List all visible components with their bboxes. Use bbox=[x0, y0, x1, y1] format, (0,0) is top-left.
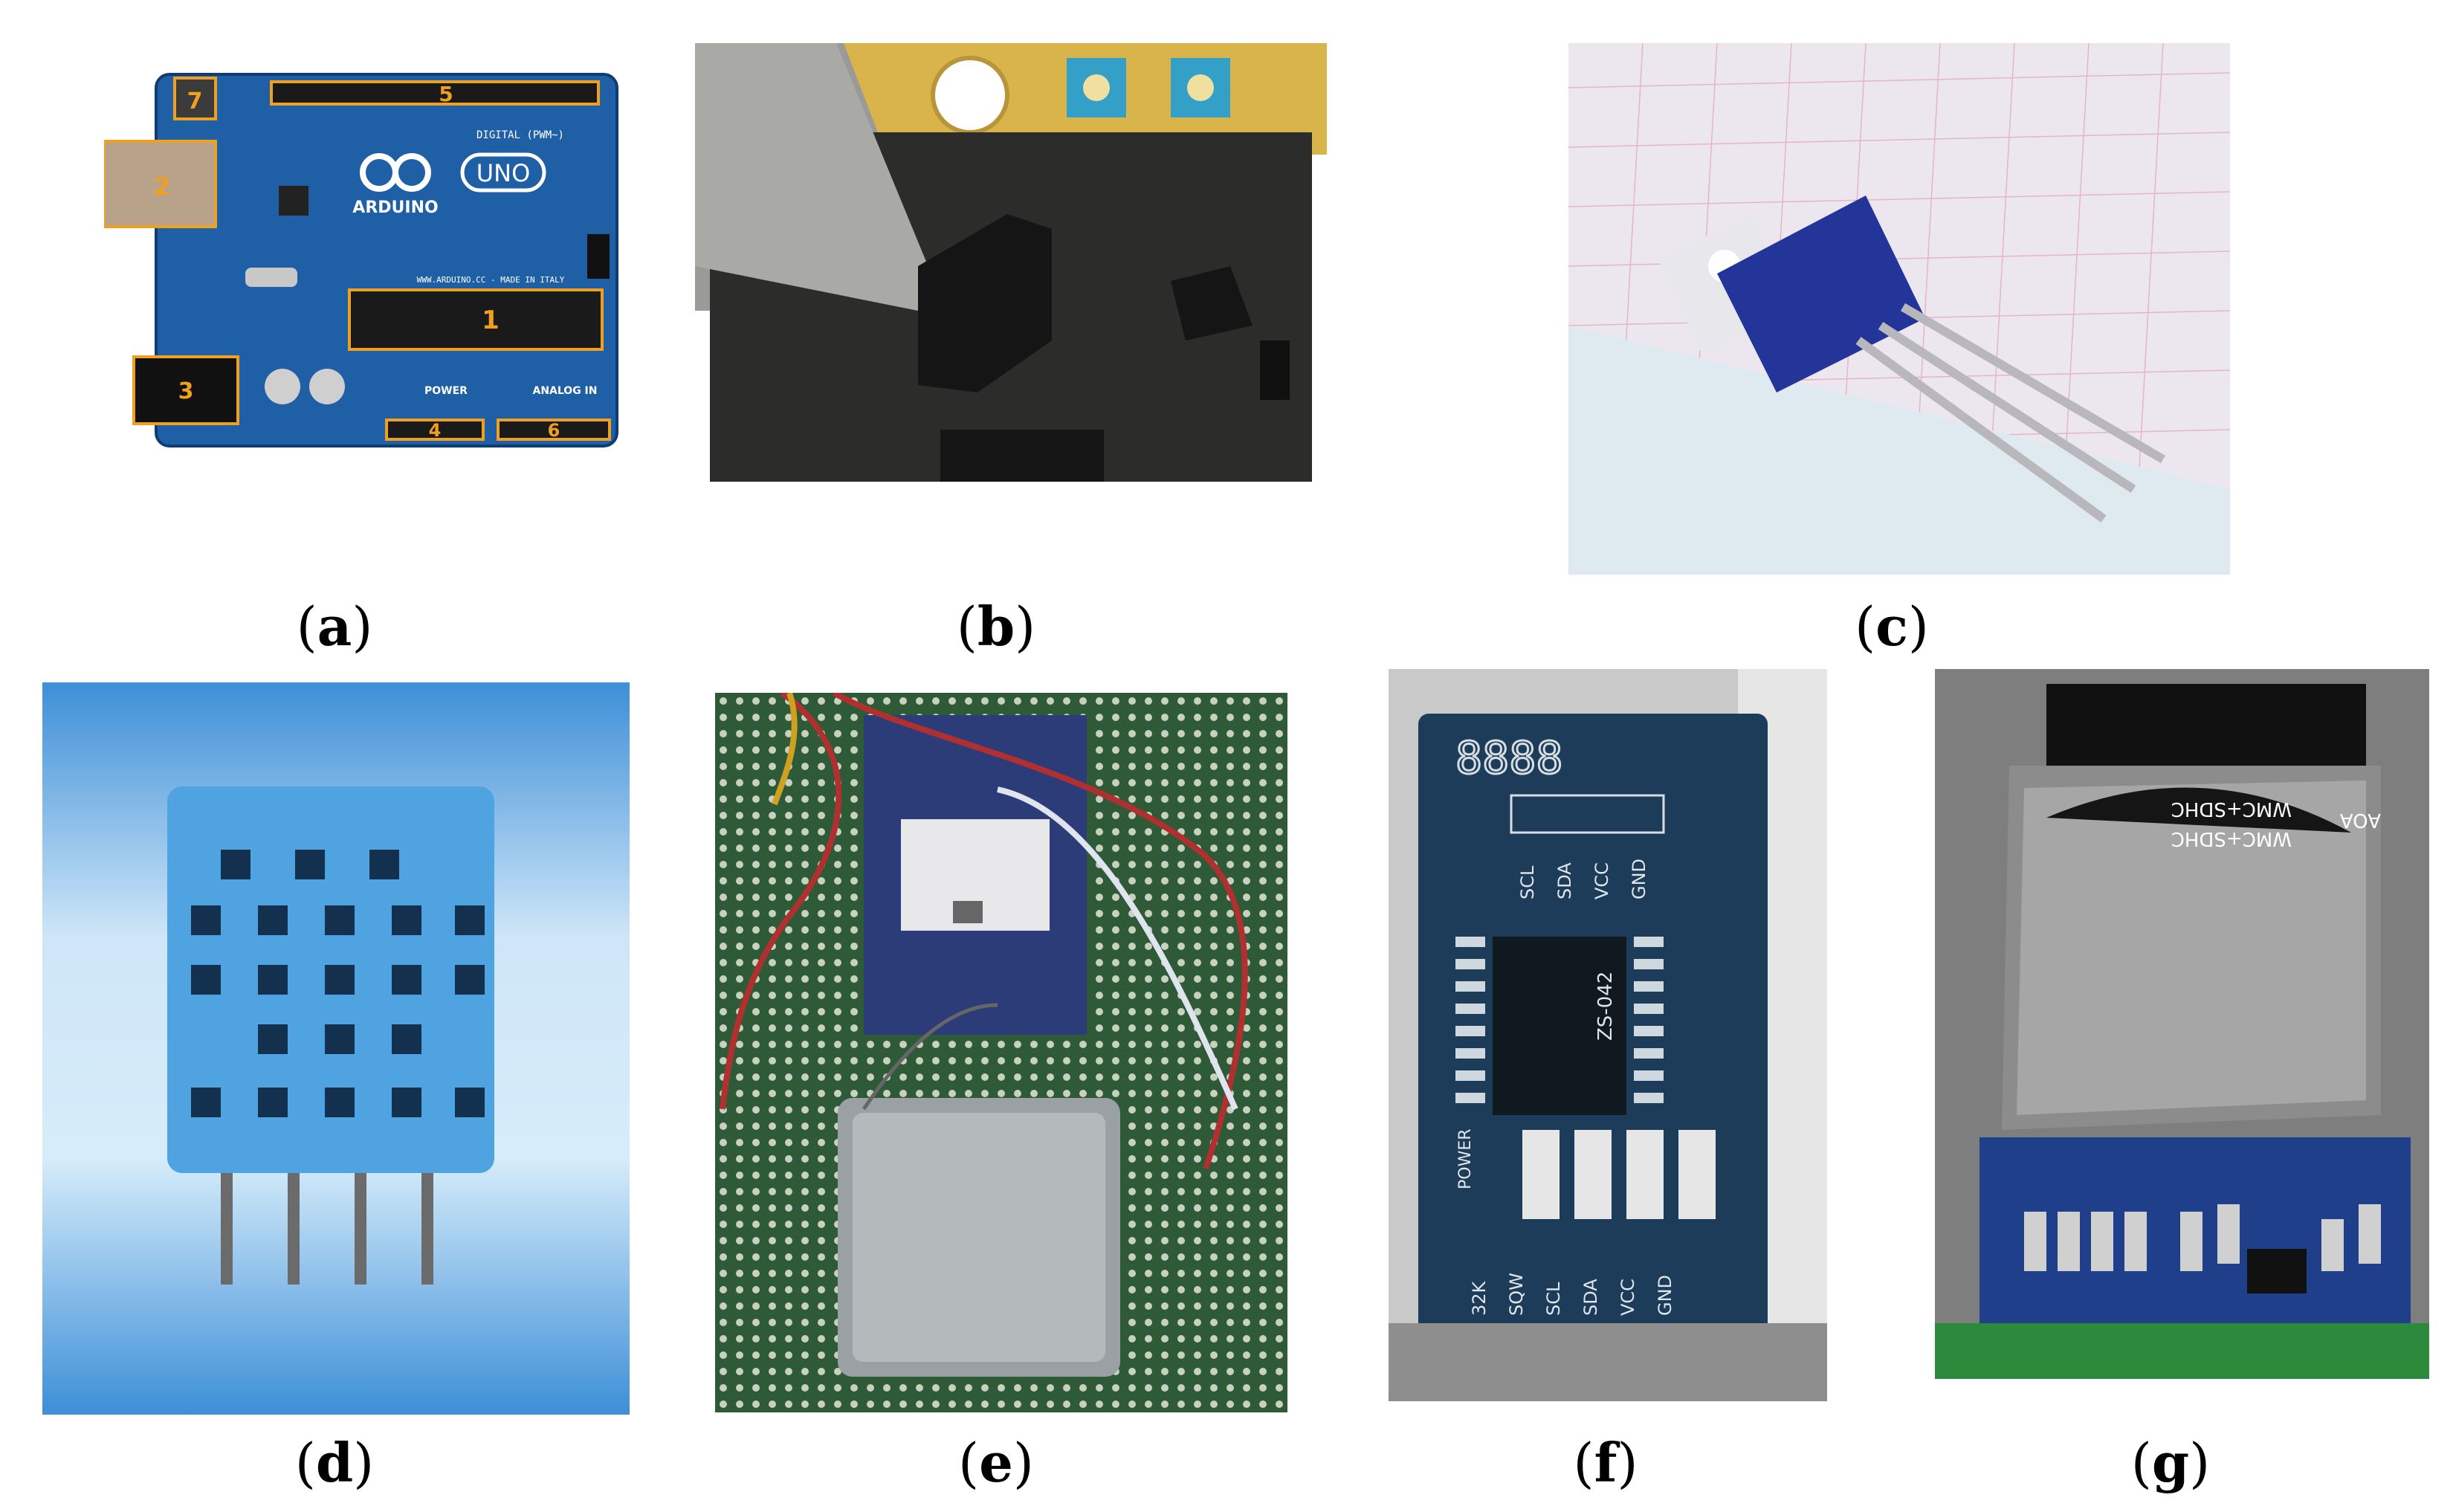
rtc-pin-bottom-sqw: SQW bbox=[1506, 1273, 1527, 1316]
rtc-module-name: ZS-042 bbox=[1594, 972, 1617, 1041]
rtc-pin-top-sda: SDA bbox=[1554, 862, 1575, 899]
caption-b: (b) bbox=[956, 595, 1036, 658]
caption-g: (g) bbox=[2130, 1431, 2211, 1494]
caption-d: (d) bbox=[294, 1431, 375, 1494]
panel-g-sd-module: WMC+SDHC WMC+SDHC AOA bbox=[1935, 669, 2429, 1379]
rtc-pin-bottom-vcc: VCC bbox=[1617, 1279, 1638, 1316]
sd-slot-text-3: AOA bbox=[2340, 809, 2381, 831]
model-label: UNO bbox=[476, 159, 531, 187]
analog-label: ANALOG IN bbox=[532, 385, 597, 397]
rtc-pin-bottom-gnd: GND bbox=[1655, 1275, 1675, 1316]
panel-a-arduino-uno: 7 5 2 UNO ARDUINO DIGITAL (PWM~) 1 WWW.A… bbox=[104, 67, 624, 453]
caption-c: (c) bbox=[1854, 595, 1930, 658]
marker-2: 2 bbox=[154, 172, 170, 201]
rtc-pin-bottom-32k: 32K bbox=[1469, 1280, 1490, 1316]
rtc-pin-top-gnd: GND bbox=[1629, 859, 1649, 899]
panel-e-gps-module bbox=[715, 693, 1287, 1412]
marker-3: 3 bbox=[178, 378, 194, 404]
caption-e: (e) bbox=[958, 1431, 1034, 1494]
marker-1: 1 bbox=[482, 306, 500, 335]
digital-label: DIGITAL (PWM~) bbox=[476, 129, 564, 141]
marker-4: 4 bbox=[429, 420, 442, 441]
rtc-digits: 8888 bbox=[1455, 732, 1563, 784]
rtc-pin-bottom-scl: SCL bbox=[1543, 1282, 1564, 1316]
sd-slot-text-1: WMC+SDHC bbox=[2171, 798, 2292, 820]
arduino-logo-icon bbox=[360, 152, 546, 193]
marker-5: 5 bbox=[439, 82, 453, 106]
panel-b-dust-sensor bbox=[695, 43, 1327, 489]
marker-6: 6 bbox=[548, 420, 560, 441]
power-label: POWER bbox=[424, 385, 468, 397]
panel-f-rtc-module: 8888 SCL SDA VCC GND ZS-042 POWER 32K SQ… bbox=[1389, 669, 1827, 1401]
caption-f: (f) bbox=[1573, 1431, 1638, 1494]
rtc-pin-top-scl: SCL bbox=[1517, 865, 1538, 899]
site-label: WWW.ARDUINO.CC - MADE IN ITALY bbox=[417, 275, 565, 285]
rtc-pin-top-vcc: VCC bbox=[1591, 862, 1612, 899]
sd-slot-text-2: WMC+SDHC bbox=[2171, 827, 2292, 850]
rtc-power-label: POWER bbox=[1456, 1128, 1475, 1189]
pins bbox=[221, 1158, 433, 1285]
brand-label: ARDUINO bbox=[352, 198, 438, 217]
marker-7: 7 bbox=[187, 88, 203, 114]
rtc-pin-bottom-sda: SDA bbox=[1580, 1279, 1601, 1316]
caption-a: (a) bbox=[296, 595, 373, 658]
panel-c-regulator bbox=[1568, 43, 2230, 575]
panel-d-dht11 bbox=[42, 682, 630, 1415]
